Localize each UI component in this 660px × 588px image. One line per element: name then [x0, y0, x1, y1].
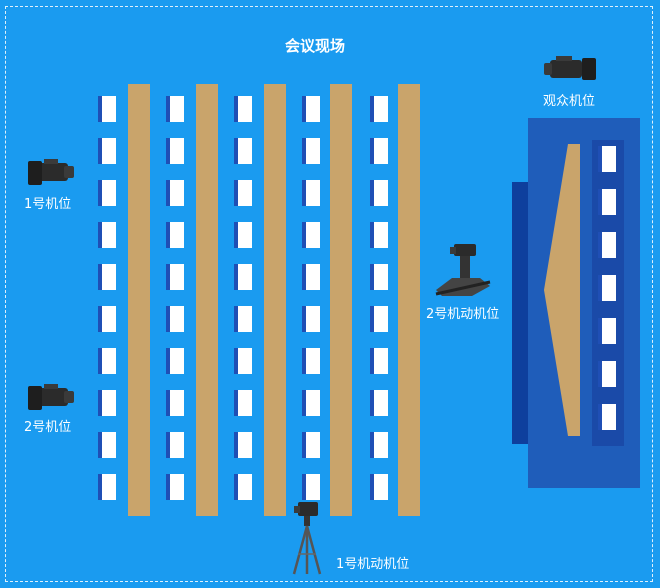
- camera-dolly-icon: [435, 244, 491, 296]
- stage-seat: [598, 189, 616, 215]
- aisle-stripe: [330, 84, 352, 516]
- seat: [98, 222, 116, 248]
- seat: [166, 474, 184, 500]
- stage-back: [512, 182, 530, 444]
- seat: [98, 180, 116, 206]
- seat: [166, 96, 184, 122]
- seat: [302, 264, 320, 290]
- video-camera-icon: [28, 384, 74, 410]
- seat: [370, 264, 388, 290]
- seat: [370, 306, 388, 332]
- stage-seat: [598, 275, 616, 301]
- seat: [302, 222, 320, 248]
- seat: [302, 96, 320, 122]
- seat: [234, 474, 252, 500]
- seat: [302, 432, 320, 458]
- seat: [234, 222, 252, 248]
- venue-boundary: [5, 6, 653, 582]
- seat: [166, 432, 184, 458]
- stage-seat: [598, 318, 616, 344]
- seat: [98, 96, 116, 122]
- seat: [370, 390, 388, 416]
- seat: [166, 390, 184, 416]
- seat: [98, 432, 116, 458]
- seat: [302, 180, 320, 206]
- seat: [302, 390, 320, 416]
- seat: [370, 348, 388, 374]
- seat: [234, 306, 252, 332]
- aisle-stripe: [398, 84, 420, 516]
- camera-tripod-icon: [292, 502, 322, 575]
- cam-mobile-2-label: 2号机动机位: [426, 307, 500, 322]
- seat: [370, 222, 388, 248]
- seat: [98, 264, 116, 290]
- seat: [302, 138, 320, 164]
- seat: [98, 348, 116, 374]
- aisle-stripe: [196, 84, 218, 516]
- cam-audience-label: 观众机位: [543, 94, 596, 109]
- cam-1-label: 1号机位: [24, 197, 72, 212]
- aisle-stripe: [264, 84, 286, 516]
- seat: [234, 390, 252, 416]
- seat: [234, 138, 252, 164]
- stage-seat: [598, 146, 616, 172]
- seat: [166, 348, 184, 374]
- seat: [98, 138, 116, 164]
- seat: [370, 432, 388, 458]
- seat: [166, 264, 184, 290]
- seat: [234, 180, 252, 206]
- stage-seat: [598, 361, 616, 387]
- seat: [234, 96, 252, 122]
- video-camera-icon: [28, 159, 74, 185]
- seat: [166, 306, 184, 332]
- aisle-stripe: [128, 84, 150, 516]
- seat: [302, 474, 320, 500]
- seat: [98, 306, 116, 332]
- seat: [98, 390, 116, 416]
- seat: [370, 180, 388, 206]
- seat: [166, 222, 184, 248]
- cam-mobile-1-label: 1号机动机位: [336, 557, 410, 572]
- seat: [370, 96, 388, 122]
- seat: [302, 348, 320, 374]
- seat: [234, 264, 252, 290]
- stage-ramp: [544, 144, 580, 436]
- seat: [302, 306, 320, 332]
- stage-seat: [598, 404, 616, 430]
- seat: [234, 348, 252, 374]
- seat: [370, 138, 388, 164]
- seat: [234, 432, 252, 458]
- seat: [370, 474, 388, 500]
- seat: [166, 180, 184, 206]
- seat: [166, 138, 184, 164]
- stage-seat: [598, 232, 616, 258]
- seat: [98, 474, 116, 500]
- cam-2-label: 2号机位: [24, 420, 72, 435]
- diagram-title: 会议现场: [284, 37, 345, 55]
- video-camera-icon: [544, 56, 596, 80]
